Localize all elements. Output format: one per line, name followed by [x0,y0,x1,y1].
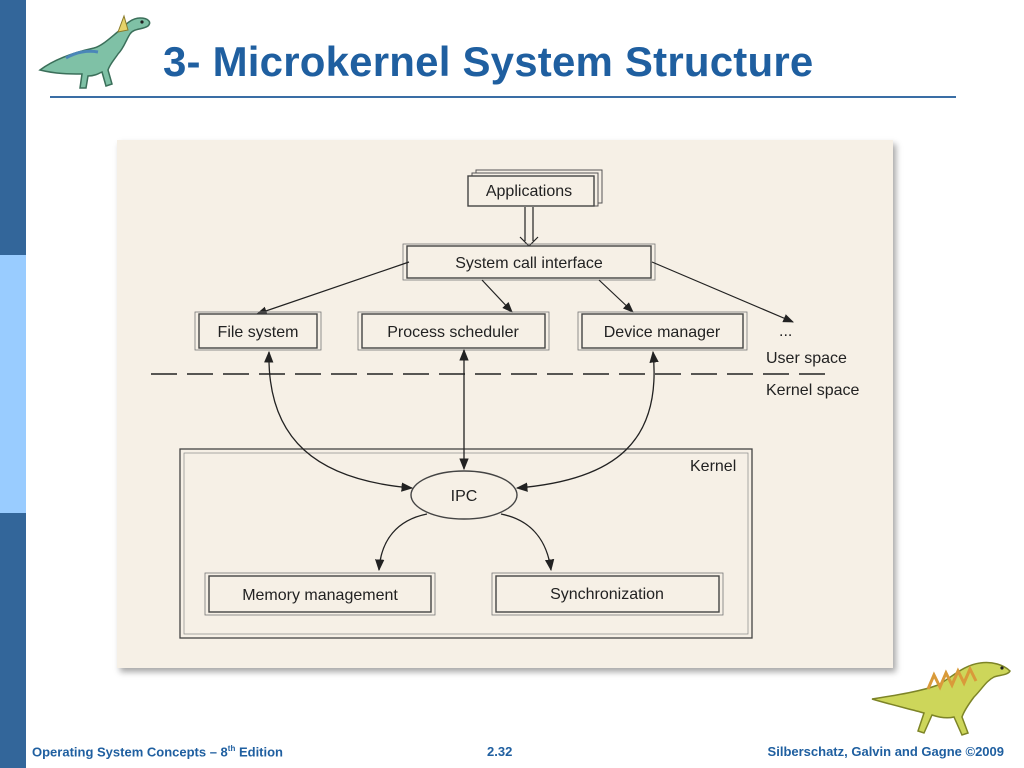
memory-management-box: Memory management [204,572,436,616]
device-manager-ipc-arrow [515,350,659,492]
user-space-label: User space [766,350,847,367]
dinosaur-icon [871,661,1011,736]
applications-box: Applications [467,169,603,207]
file-system-box: File system [194,311,322,351]
title-underline [50,96,956,98]
file-system-label: File system [218,324,299,341]
system-call-interface-box: System call interface [402,243,656,281]
more-servers-ellipsis: ... [779,323,792,340]
arrow-to-more-servers [651,261,794,323]
memory-management-label: Memory management [242,587,398,604]
microkernel-diagram: Applications System call interface File … [117,140,893,668]
system-call-interface-label: System call interface [455,255,603,272]
kernel-label: Kernel [690,458,736,475]
arrow-to-device-manager [598,279,634,313]
applications-arrow [519,207,539,247]
kernel-space-label: Kernel space [766,382,859,399]
footer-page-number: 2.32 [487,744,513,759]
ipc-label: IPC [451,488,478,505]
slide-title: 3- Microkernel System Structure [163,38,814,85]
arrow-to-synchronization [500,513,555,572]
left-sidebar-bar [0,0,26,768]
process-scheduler-label: Process scheduler [387,324,519,341]
ipc-node: IPC [410,470,518,520]
file-system-ipc-arrow [264,350,414,492]
synchronization-label: Synchronization [550,586,664,603]
arrow-to-memory-management [375,513,428,572]
process-scheduler-box: Process scheduler [357,311,550,351]
dinosaur-icon [38,14,151,89]
device-manager-box: Device manager [577,311,748,351]
arrow-to-file-system [255,261,410,315]
arrow-to-process-scheduler [481,279,513,313]
footer-book-title: Operating System Concepts – 8th Edition [32,744,284,760]
device-manager-label: Device manager [604,324,721,341]
synchronization-box: Synchronization [491,572,724,616]
sidebar-highlight [0,255,26,513]
applications-label: Applications [486,183,572,200]
footer-copyright: Silberschatz, Galvin and Gagne ©2009 [767,744,1004,759]
